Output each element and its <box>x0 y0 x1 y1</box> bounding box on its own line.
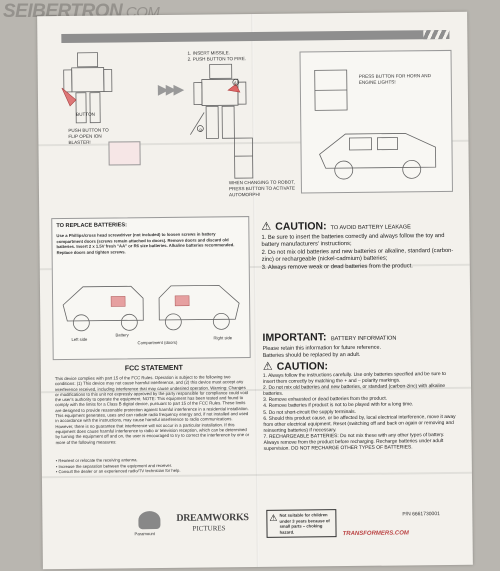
caution-leakage-section: ⚠ CAUTION: TO AVOID BATTERY LEAKAGE 1. B… <box>261 218 458 272</box>
instruction-sheet: Button Push button to flip open ion blas… <box>37 11 473 570</box>
button-label: Button <box>76 111 95 117</box>
caution-subtitle: TO AVOID BATTERY LEAKAGE <box>330 224 411 232</box>
fcc-bullets: • Reorient or relocate the receiving ant… <box>56 456 250 475</box>
paramount-logo <box>138 511 161 530</box>
warning-triangle-icon: ⚠ <box>262 360 273 373</box>
truck-caption: Press button for horn and engine lights! <box>358 73 431 85</box>
caution-list: 1. Always follow the instructions carefu… <box>263 372 460 453</box>
important-title: IMPORTANT: <box>262 331 327 344</box>
changing-caption: When changing to robot, press button to … <box>228 179 295 197</box>
battery-replace-panel: TO REPLACE BATTERIES: Use a Phillips/cro… <box>51 216 251 361</box>
warning-triangle-icon: ⚠ <box>269 512 278 523</box>
caution-list: 1. Be sure to insert the batteries corre… <box>261 233 457 272</box>
choking-warning-text: Not suitable for children under 3 years … <box>279 512 330 535</box>
important-subtitle: BATTERY INFORMATION <box>330 335 397 343</box>
robot-illustration-left <box>61 52 113 124</box>
robot-illustration-firing <box>190 63 247 139</box>
caution-item: 6. Should this product cause, or be affe… <box>263 414 456 434</box>
label-right-side: Right side <box>213 335 233 341</box>
part-number: P/N 6661730001 <box>402 511 440 518</box>
robot-illustration-lower <box>233 137 254 179</box>
callout-b: B <box>199 127 203 133</box>
battery-replace-title: TO REPLACE BATTERIES: <box>56 222 127 230</box>
transformers-site: TRANSFORMERS.COM <box>342 530 409 538</box>
truck-detail-illustration <box>314 69 348 111</box>
label-left-side: Left side <box>71 336 88 342</box>
dreamworks-logo: DREAMWORKS <box>176 512 249 524</box>
battery-compartment-right-illustration <box>158 284 240 331</box>
battery-replace-text: Use a Phillips/cross head screwdriver (n… <box>56 231 235 255</box>
caution-title: CAUTION: <box>275 220 327 233</box>
truck-illustration <box>319 133 437 180</box>
important-section: IMPORTANT: BATTERY INFORMATION Please re… <box>262 326 458 360</box>
caution-general-section: ⚠ CAUTION: 1. Always follow the instruct… <box>263 358 460 453</box>
header-bar <box>61 29 450 44</box>
label-battery: Battery <box>115 332 129 338</box>
arrow-right-icon: ▶▶▶ <box>157 80 182 98</box>
paramount-label: Paramount <box>134 531 156 537</box>
fcc-body: This device complies with part 15 of the… <box>54 374 250 445</box>
choking-warning-box: ⚠ Not suitable for children under 3 year… <box>266 509 337 538</box>
caution-item: 3. Always remove weak or dead batteries … <box>261 262 413 271</box>
caution-item: 7. RECHARGEABLE BATTERIES: Do not mix th… <box>263 432 445 453</box>
warning-triangle-icon: ⚠ <box>261 220 272 233</box>
caution-title: CAUTION: <box>276 360 329 373</box>
truck-panel: Press button for horn and engine lights! <box>299 49 453 194</box>
dreamworks-sub: PICTURES <box>192 524 226 533</box>
detail-inset <box>108 141 141 166</box>
callout-a: A <box>233 80 237 86</box>
battery-compartment-left-illustration <box>62 285 144 332</box>
label-compartment: Compartment (doors) <box>137 339 178 346</box>
fcc-title: FCC STATEMENT <box>124 364 183 373</box>
